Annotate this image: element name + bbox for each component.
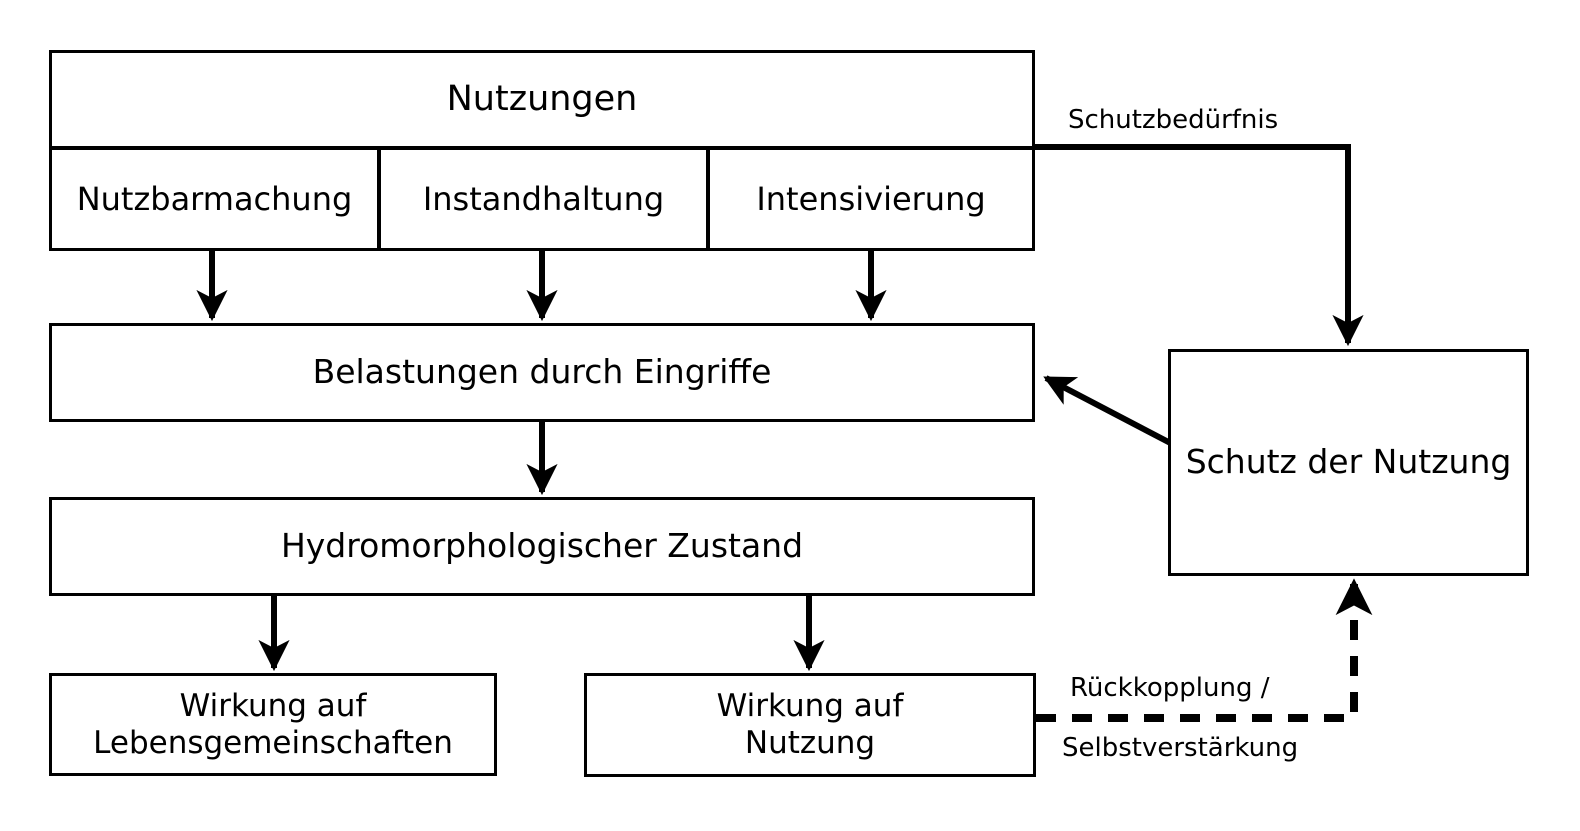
node-wirkung-auf-lebensgemeinschaften[interactable]: Wirkung auf Lebensgemeinschaften [49, 673, 497, 776]
node-wirkung-lebens-line1: Wirkung auf [179, 687, 367, 724]
connector-schutz-to-belastungen [1043, 375, 1180, 450]
node-nutzbarmachung-label: Nutzbarmachung [76, 180, 353, 218]
node-belastungen-label: Belastungen durch Eingriffe [312, 352, 772, 392]
node-wirkung-nutzung-line2: Nutzung [744, 725, 876, 761]
node-belastungen-durch-eingriffe[interactable]: Belastungen durch Eingriffe [49, 323, 1035, 422]
node-wirkung-lebens-line2: Lebensgemeinschaften [93, 724, 453, 761]
node-wirkung-lebens-text: Wirkung auf Lebensgemeinschaften [93, 688, 453, 761]
connector-nutzungen-to-schutz [1033, 144, 1364, 347]
node-wirkung-auf-nutzung[interactable]: Wirkung auf Nutzung [584, 673, 1036, 777]
node-intensivierung[interactable]: Intensivierung [707, 147, 1035, 251]
edge-label-rueckkopplung-line2: Selbstverstärkung [1062, 733, 1299, 763]
node-nutzungen[interactable]: Nutzungen [49, 50, 1035, 149]
node-schutz-der-nutzung[interactable]: Schutz der Nutzung [1168, 349, 1529, 576]
edge-label-rueckkopplung-line1: Rückkopplung / [1070, 673, 1270, 703]
node-hydro-label: Hydromorphologischer Zustand [280, 526, 804, 566]
node-instandhaltung-label: Instandhaltung [422, 180, 665, 218]
edge-label-schutzbeduerfnis: Schutzbedürfnis [1068, 105, 1279, 135]
node-schutz-label: Schutz der Nutzung [1185, 442, 1512, 482]
node-hydromorphologischer-zustand[interactable]: Hydromorphologischer Zustand [49, 497, 1035, 596]
node-nutzbarmachung[interactable]: Nutzbarmachung [49, 147, 380, 251]
node-intensivierung-label: Intensivierung [756, 180, 986, 218]
node-instandhaltung[interactable]: Instandhaltung [378, 147, 709, 251]
node-nutzungen-label: Nutzungen [446, 78, 638, 119]
node-wirkung-nutzung-line1: Wirkung auf [716, 688, 904, 725]
node-wirkung-nutzung-text: Wirkung auf Nutzung [717, 688, 904, 761]
